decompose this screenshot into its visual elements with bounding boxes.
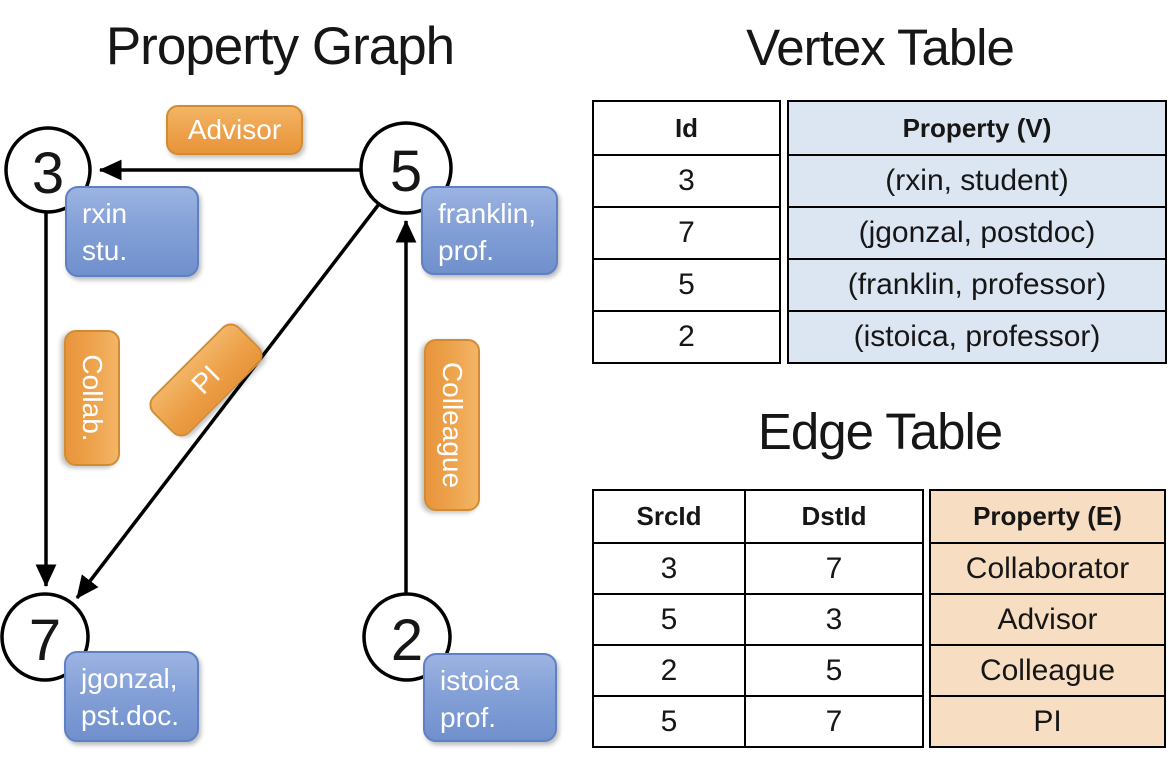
vertex-label-5-line2: prof. xyxy=(438,234,495,266)
edge-table-id-columns: SrcId DstId 3 7 5 3 2 5 5 7 xyxy=(592,489,924,748)
table-cell: 2 xyxy=(594,644,744,695)
vertex-label-5-line1: franklin, xyxy=(438,198,537,229)
table-cell: 5 xyxy=(594,258,779,310)
table-cell: 7 xyxy=(744,695,922,746)
vertex-label-2-line1: istoica xyxy=(440,665,520,696)
vertex-label-7-line1: jgonzal, xyxy=(81,663,178,694)
table-cell: 5 xyxy=(594,593,744,644)
edge-table-src-header: SrcId xyxy=(636,501,702,531)
edge-table: SrcId DstId 3 7 5 3 2 5 5 7 Property (E)… xyxy=(592,489,1166,748)
vertex-id-3: 3 xyxy=(31,141,65,206)
edge-table-property-column: Property (E) Collaborator Advisor Collea… xyxy=(929,489,1166,748)
table-cell: (istoica, professor) xyxy=(789,310,1165,362)
table-cell: (jgonzal, postdoc) xyxy=(789,206,1165,258)
table-cell: 2 xyxy=(594,310,779,362)
vertex-label-2: istoica prof. xyxy=(423,653,557,742)
vertex-label-7-line2: pst.doc. xyxy=(81,699,180,731)
edge-table-dst-header: DstId xyxy=(744,491,922,542)
table-cell: 3 xyxy=(594,542,744,593)
edge-label-advisor: Advisor xyxy=(166,105,303,155)
vertex-label-7: jgonzal, pst.doc. xyxy=(64,651,199,742)
table-cell: 7 xyxy=(594,206,779,258)
table-cell: 7 xyxy=(744,542,922,593)
edge-5-to-7 xyxy=(75,202,381,600)
table-cell: Collaborator xyxy=(931,542,1164,593)
vertex-id-2: 2 xyxy=(390,608,424,673)
table-cell: (franklin, professor) xyxy=(789,258,1165,310)
table-cell: Colleague xyxy=(931,644,1164,695)
table-cell: (rxin, student) xyxy=(789,154,1165,206)
vertex-table-title: Vertex Table xyxy=(746,19,1015,76)
edge-label-collab: Collab. xyxy=(64,330,120,466)
vertex-label-3-line2: stu. xyxy=(82,234,128,266)
vertex-id-5: 5 xyxy=(389,139,423,204)
vertex-id-7: 7 xyxy=(28,608,62,673)
edge-table-title: Edge Table xyxy=(757,403,1003,460)
table-cell: 5 xyxy=(594,695,744,746)
vertex-table-id-header: Id xyxy=(674,112,699,143)
table-cell: 5 xyxy=(744,644,922,695)
vertex-table-property-header: Property (V) xyxy=(789,102,1165,154)
table-cell: PI xyxy=(931,695,1164,746)
vertex-table-property-column: Property (V) (rxin, student) (jgonzal, p… xyxy=(787,100,1167,364)
vertex-table-id-column: Id 3 7 5 2 xyxy=(592,100,781,364)
vertex-label-2-line2: prof. xyxy=(440,701,497,733)
vertex-label-5: franklin, prof. xyxy=(421,186,558,275)
table-cell: 3 xyxy=(594,154,779,206)
table-cell: 3 xyxy=(744,593,922,644)
edge-label-colleague: Colleague xyxy=(424,339,480,511)
property-graph-title: Property Graph xyxy=(105,17,455,76)
vertex-table: Id 3 7 5 2 Property (V) (rxin, student) … xyxy=(592,100,1167,364)
edge-table-property-header: Property (E) xyxy=(931,491,1164,542)
vertex-label-3: rxin stu. xyxy=(65,186,199,277)
table-cell: Advisor xyxy=(931,593,1164,644)
vertex-label-3-line1: rxin xyxy=(82,198,128,229)
